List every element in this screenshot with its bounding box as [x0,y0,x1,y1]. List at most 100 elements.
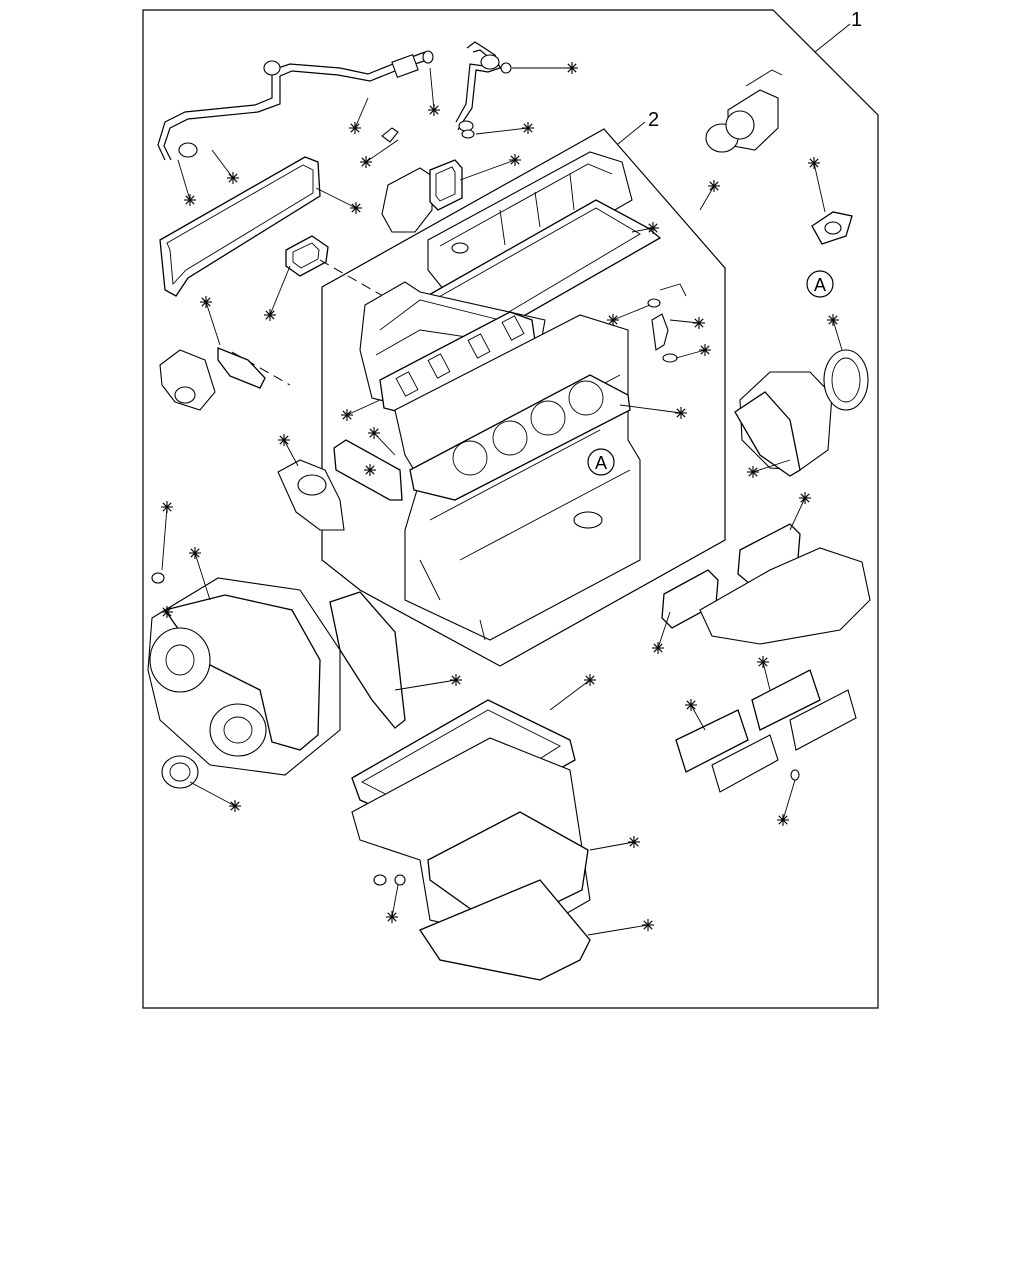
asterisk-marker [509,154,521,166]
marker-leader-line [354,97,369,129]
marker-leader-line [657,611,671,649]
timing-gear-case [147,572,406,776]
asterisk-marker [189,547,201,559]
kit-leader-line [814,23,851,53]
asterisk-marker [799,492,811,504]
injector-parts [647,283,687,363]
asterisk-marker [522,122,534,134]
exhaust-manifold-gaskets [661,523,871,645]
marker-leader-line [631,227,654,233]
water-outlet-housing [277,459,345,531]
marker-leader-line [194,552,211,601]
marker-leader-line [813,162,826,213]
marker-leader-line [459,159,516,181]
kit-number-label: 1 [851,9,862,31]
water-pump-assembly [705,69,783,153]
marker-leader-line [619,404,682,414]
marker-leader-line [549,679,591,711]
marker-leader-line [189,781,236,807]
marker-leader-line [365,139,399,163]
asterisk-marker [227,172,239,184]
ref-a-circle-block [587,448,615,476]
asterisk-marker [200,296,212,308]
oil-pipe [157,50,434,161]
intake-manifold [359,281,546,415]
marker-leader-line [429,67,435,111]
marker-leader-line [475,127,529,135]
marker-leader-line [177,159,191,201]
marker-leader-line [205,301,221,346]
asterisk-marker [278,434,290,446]
leader-lines [161,67,843,936]
asterisk-marker [161,606,173,618]
marker-leader-line [346,399,381,416]
marker-leader-line [612,304,651,321]
marker-leader-line [391,884,399,918]
coolant-pipe [455,41,512,139]
dashed-connector-manifold [319,259,391,301]
marker-group [161,62,839,931]
manifold-gasket-left [285,235,329,277]
asterisk-marker [642,919,654,931]
fuel-pump-assembly [159,347,266,411]
subkit-frame [321,128,726,667]
asterisk-marker [386,911,398,923]
asterisk-marker [161,501,173,513]
marker-leader-line [269,265,291,316]
asterisk-marker [264,309,276,321]
marker-leader-line [589,841,635,851]
asterisk-marker [693,317,705,329]
oil-pan-assembly [351,699,591,981]
marker-leader-line [762,661,771,691]
asterisk-marker [808,157,820,169]
marker-leader-line [675,349,706,359]
marker-leader-line [161,506,168,571]
asterisk-marker [675,407,687,419]
asterisk-marker [647,222,659,234]
asterisk-marker [350,202,362,214]
ref-a-label-block: A [595,453,607,473]
outlet-elbow [381,127,463,233]
asterisk-marker [364,464,376,476]
marker-leader-line [832,319,843,351]
front-crank-seal [161,755,199,789]
marker-leader-line [394,679,457,691]
asterisk-marker [184,194,196,206]
kit-frame [142,9,879,1009]
asterisk-marker [652,642,664,654]
asterisk-marker [360,156,372,168]
marker-leader-line [211,149,234,179]
asterisk-marker [341,409,353,421]
asterisk-marker [628,836,640,848]
asterisk-marker [777,814,789,826]
asterisk-marker [827,314,839,326]
marker-leader-line [315,187,357,209]
asterisk-marker [747,466,759,478]
cylinder-head-gasket [409,374,631,501]
marker-leader-line [690,704,706,731]
side-cover-plates [675,669,857,793]
asterisk-marker [428,104,440,116]
dashed-connector-pump [231,351,291,386]
asterisk-marker [708,180,720,192]
marker-leader-line [752,459,791,473]
marker-leader-line [699,185,715,211]
thermostat-flange-gasket [811,211,853,245]
subkit-leader-line [617,121,646,145]
marker-leader-line [789,497,806,531]
asterisk-marker [450,674,462,686]
marker-leader-line [283,439,299,467]
rear-seal-housing [734,349,869,477]
asterisk-marker [584,674,596,686]
asterisk-marker [757,656,769,668]
asterisk-marker [685,699,697,711]
asterisk-marker [368,427,380,439]
asterisk-marker [566,62,578,74]
asterisk-marker [607,314,619,326]
asterisk-marker [699,344,711,356]
ref-a-label-top: A [814,275,826,295]
ref-a-circle-top [806,270,834,298]
asterisk-marker [349,122,361,134]
